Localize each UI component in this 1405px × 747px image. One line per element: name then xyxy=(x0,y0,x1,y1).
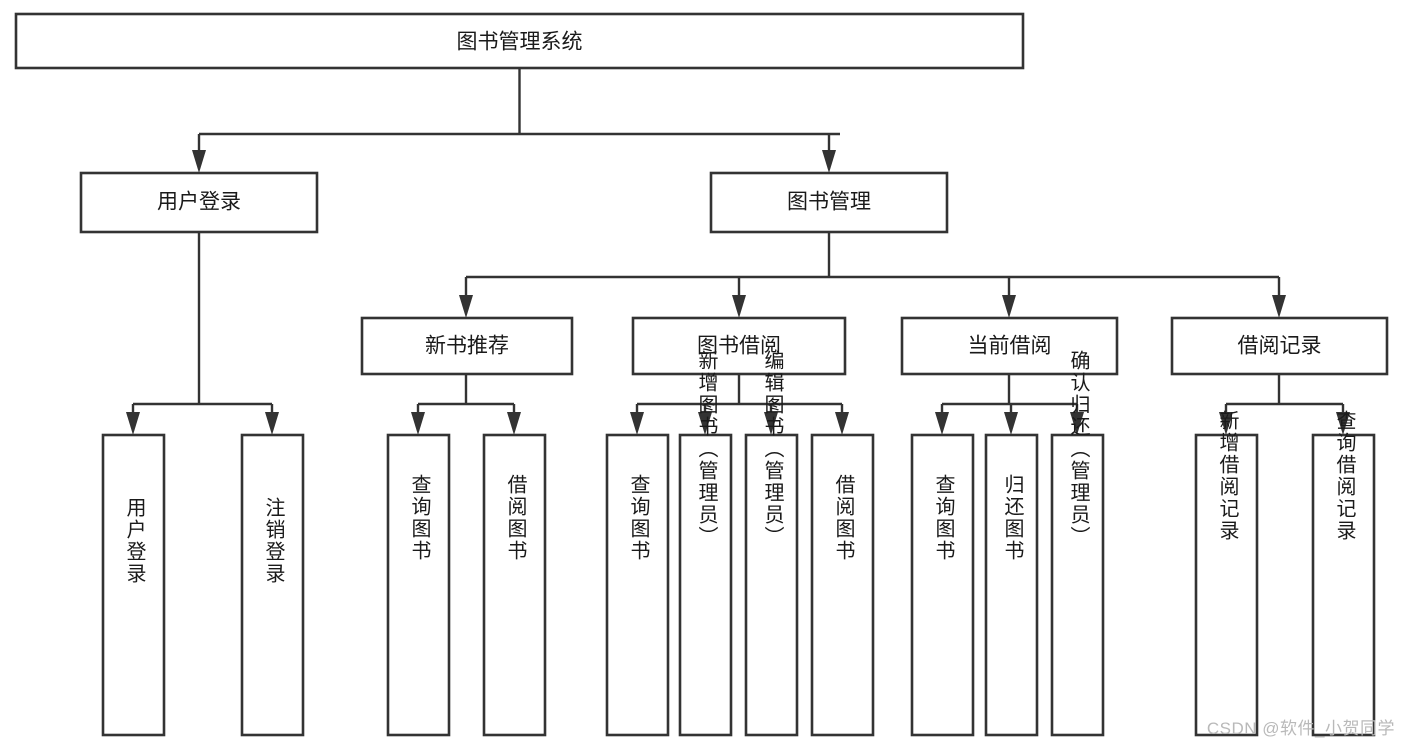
node-leaf-confirm-return-admin-box[interactable] xyxy=(1050,433,1105,737)
node-leaf-edit-book-admin-box[interactable] xyxy=(744,433,799,737)
node-new-book-recommend-box[interactable] xyxy=(360,316,574,376)
node-book-management[interactable]: 图书管理 xyxy=(709,171,949,234)
node-borrow-record-box[interactable] xyxy=(1170,316,1389,376)
node-root-box[interactable] xyxy=(14,12,1025,70)
node-book-borrow[interactable]: 图书借阅 xyxy=(631,316,847,376)
node-borrow-record[interactable]: 借阅记录 xyxy=(1170,316,1389,376)
connector-group-root xyxy=(192,68,840,173)
node-leaf-borrow-book-2[interactable]: 借阅图书 xyxy=(810,433,875,737)
node-leaf-return-book-box[interactable] xyxy=(984,433,1039,737)
node-leaf-query-book-1-box[interactable] xyxy=(386,433,451,737)
node-book-management-label: 图书管理 xyxy=(787,191,871,214)
arrowhead-current-borrow xyxy=(1002,295,1016,318)
node-book-borrow-box[interactable] xyxy=(631,316,847,376)
arrowhead-leaf-add-borrow-record xyxy=(1219,412,1233,435)
arrowhead-leaf-query-book-2 xyxy=(630,412,644,435)
arrowhead-leaf-borrow-book-1 xyxy=(507,412,521,435)
node-leaf-borrow-book-2-box[interactable] xyxy=(810,433,875,737)
connector-group-book-management xyxy=(459,232,1286,318)
arrowhead-leaf-return-book xyxy=(1004,412,1018,435)
arrowhead-leaf-borrow-book-2 xyxy=(835,412,849,435)
arrowhead-user-login xyxy=(192,150,206,173)
arrowhead-leaf-logout-login xyxy=(265,412,279,435)
node-leaf-borrow-book-1[interactable]: 借阅图书 xyxy=(482,433,547,737)
connector-group-current-borrow xyxy=(935,374,1084,435)
node-leaf-query-book-2-label: 查询图书 xyxy=(627,474,650,562)
connector-group-borrow-record xyxy=(1219,374,1350,435)
node-leaf-user-login[interactable]: 用户登录 xyxy=(101,433,166,737)
node-leaf-query-book-1[interactable]: 查询图书 xyxy=(386,433,451,737)
node-leaf-query-book-3[interactable]: 查询图书 xyxy=(910,433,975,737)
arrowhead-leaf-add-book-admin xyxy=(698,412,712,435)
arrowhead-leaf-confirm-return-admin xyxy=(1070,412,1084,435)
node-current-borrow-box[interactable] xyxy=(900,316,1119,376)
node-leaf-return-book[interactable]: 归还图书 xyxy=(984,433,1039,737)
node-leaf-logout-login-label: 注销登录 xyxy=(262,497,285,585)
node-leaf-borrow-book-2-label: 借阅图书 xyxy=(832,474,855,562)
node-new-book-recommend-label: 新书推荐 xyxy=(425,335,509,358)
node-leaf-add-book-admin-box[interactable] xyxy=(678,433,733,737)
arrowhead-leaf-query-book-3 xyxy=(935,412,949,435)
connector-group-user-login xyxy=(126,232,279,435)
node-leaf-query-book-1-label: 查询图书 xyxy=(408,474,431,562)
arrowhead-leaf-edit-book-admin xyxy=(764,412,778,435)
node-leaf-query-book-3-box[interactable] xyxy=(910,433,975,737)
node-leaf-user-login-label: 用户登录 xyxy=(123,497,146,585)
arrowhead-leaf-query-borrow-record xyxy=(1336,412,1350,435)
node-root[interactable]: 图书管理系统 xyxy=(14,12,1025,70)
node-leaf-confirm-return-admin-label: 确认归还（管理员） xyxy=(1067,350,1090,548)
node-new-book-recommend[interactable]: 新书推荐 xyxy=(360,316,574,376)
node-root-label: 图书管理系统 xyxy=(457,31,583,54)
node-leaf-query-book-2[interactable]: 查询图书 xyxy=(605,433,670,737)
connector-group-new-book-recommend xyxy=(411,374,521,435)
arrowhead-borrow-record xyxy=(1272,295,1286,318)
connector-group-book-borrow xyxy=(630,374,849,435)
arrowhead-leaf-user-login xyxy=(126,412,140,435)
node-current-borrow[interactable]: 当前借阅 xyxy=(900,316,1119,376)
node-leaf-logout-login-box[interactable] xyxy=(240,433,305,737)
node-user-login-label: 用户登录 xyxy=(157,191,241,214)
node-leaf-add-borrow-record[interactable]: 新增借阅记录 xyxy=(1194,410,1259,737)
arrowhead-book-management xyxy=(822,150,836,173)
node-leaf-query-book-3-label: 查询图书 xyxy=(932,474,955,562)
node-leaf-logout-login[interactable]: 注销登录 xyxy=(240,433,305,737)
node-leaf-add-borrow-record-label: 新增借阅记录 xyxy=(1216,410,1239,542)
csdn-watermark: CSDN @软件_小贺同学 xyxy=(1206,719,1395,738)
arrowhead-new-book-recommend xyxy=(459,295,473,318)
node-leaf-add-book-admin[interactable]: 新增图书（管理员） xyxy=(678,350,733,737)
node-leaf-edit-book-admin[interactable]: 编辑图书（管理员） xyxy=(744,350,799,737)
node-leaf-borrow-book-1-label: 借阅图书 xyxy=(504,474,527,562)
node-current-borrow-label: 当前借阅 xyxy=(968,335,1052,358)
node-borrow-record-label: 借阅记录 xyxy=(1238,335,1322,358)
node-book-borrow-label: 图书借阅 xyxy=(697,335,781,358)
node-leaf-query-borrow-record-label: 查询借阅记录 xyxy=(1333,410,1356,542)
node-user-login[interactable]: 用户登录 xyxy=(79,171,319,234)
node-leaf-user-login-box[interactable] xyxy=(101,433,166,737)
node-leaf-return-book-label: 归还图书 xyxy=(1001,474,1024,562)
node-leaf-add-book-admin-label: 新增图书（管理员） xyxy=(695,350,718,548)
node-leaf-edit-book-admin-label: 编辑图书（管理员） xyxy=(761,350,784,548)
node-book-management-box[interactable] xyxy=(709,171,949,234)
arrowhead-book-borrow xyxy=(732,295,746,318)
node-leaf-query-borrow-record[interactable]: 查询借阅记录 xyxy=(1311,410,1376,737)
node-leaf-confirm-return-admin[interactable]: 确认归还（管理员） xyxy=(1050,350,1105,737)
node-leaf-query-book-2-box[interactable] xyxy=(605,433,670,737)
node-leaf-add-borrow-record-box[interactable] xyxy=(1194,433,1259,737)
node-user-login-box[interactable] xyxy=(79,171,319,234)
arrowhead-leaf-query-book-1 xyxy=(411,412,425,435)
node-leaf-borrow-book-1-box[interactable] xyxy=(482,433,547,737)
node-leaf-query-borrow-record-box[interactable] xyxy=(1311,433,1376,737)
